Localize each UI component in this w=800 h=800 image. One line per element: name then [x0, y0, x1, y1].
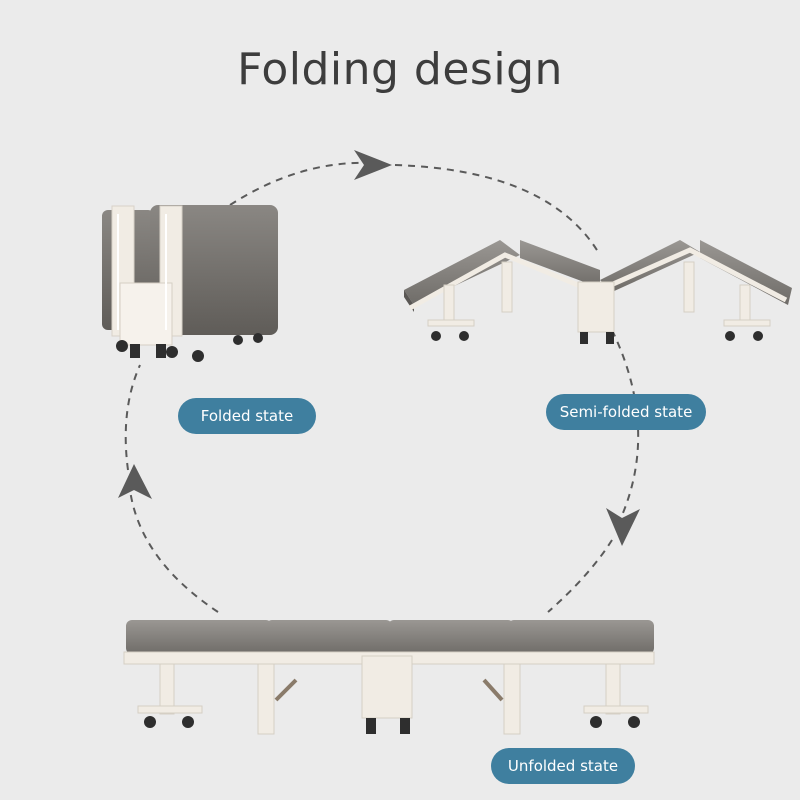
path-top-right	[394, 164, 601, 256]
cycle-arrows	[118, 150, 640, 546]
unfolded-state-label: Unfolded state	[491, 748, 635, 784]
cycle-path	[124, 161, 640, 613]
path-top-left	[229, 161, 373, 206]
arrow-right-icon	[354, 150, 392, 180]
arrow-up-icon	[118, 464, 152, 499]
folded-state-label: Folded state	[178, 398, 316, 434]
path-bottom-left	[129, 489, 219, 613]
semi-folded-bed-illustration	[404, 240, 792, 344]
path-bottom-right	[547, 539, 613, 613]
folded-bed-illustration	[102, 205, 278, 362]
page-title: Folding design	[237, 44, 563, 95]
semi-folded-state-label: Semi-folded state	[546, 394, 706, 430]
path-right	[611, 329, 640, 521]
path-left	[124, 364, 141, 471]
arrow-down-icon	[606, 508, 640, 546]
unfolded-bed-illustration	[123, 620, 655, 735]
